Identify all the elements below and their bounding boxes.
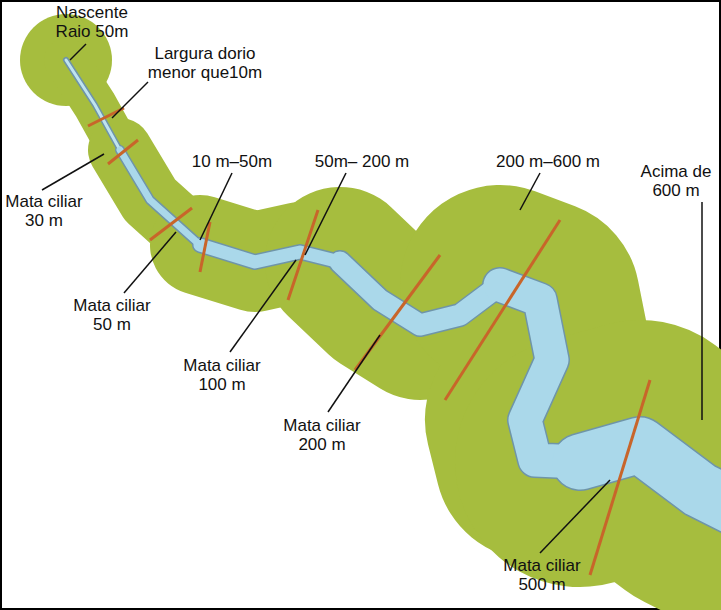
label-text: 10 m–50m: [192, 152, 272, 171]
width-markers: [88, 108, 650, 575]
label-text: Mata ciliar 30 m: [4, 192, 84, 230]
label-text: Acima de 600 m: [637, 162, 715, 200]
label-text: 50m– 200 m: [315, 152, 410, 171]
label-text: Mata ciliar 500 m: [494, 556, 590, 594]
leader-lines: [42, 44, 702, 553]
label-text: Largura dorio menor que10m: [146, 44, 264, 82]
label-text: 200 m–600 m: [496, 152, 600, 171]
river: [66, 60, 721, 520]
label-text: Mata ciliar 200 m: [274, 416, 370, 454]
riparian-forest: [20, 14, 721, 520]
label-text: Nascente Raio 50m: [50, 3, 134, 41]
label-text: Mata ciliar 100 m: [174, 356, 270, 394]
label-text: Mata ciliar 50 m: [64, 296, 160, 334]
